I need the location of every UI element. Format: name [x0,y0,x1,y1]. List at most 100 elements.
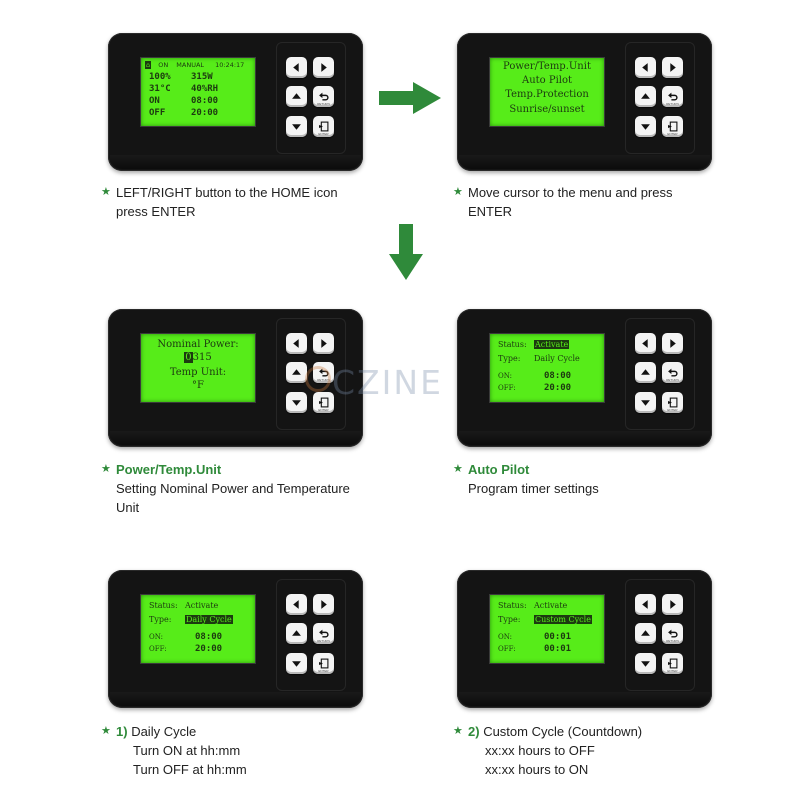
home-icon: ⌂ [145,61,152,69]
down-button[interactable] [286,392,307,413]
bullet-star-icon: ★ [453,463,463,475]
controller-panel-power-temp: Nominal Power: 0315 Temp Unit: °F RETURN… [108,309,363,447]
caption-auto-pilot: ★ Auto Pilot Program timer settings [453,462,599,496]
arrow-up-icon [292,93,301,99]
return-button[interactable]: RETURN [313,623,334,644]
up-button[interactable] [635,623,656,644]
left-button[interactable] [286,333,307,354]
arrow-up-icon [641,369,650,375]
return-icon [319,629,329,638]
arrow-right-green-icon [379,82,441,114]
keypad: RETURN ENTER [276,579,346,691]
arrow-right-icon [321,339,327,348]
caption-home: ★ LEFT/RIGHT button to the HOME icon pre… [101,185,338,219]
enter-button[interactable]: ENTER [662,392,683,413]
return-icon [319,92,329,101]
enter-icon [319,658,329,669]
arrow-left-icon [642,600,648,609]
arrow-down-icon [641,400,650,406]
return-button[interactable]: RETURN [313,86,334,107]
arrow-down-icon [292,661,301,667]
keypad: RETURN ENTER [276,318,346,430]
arrow-down-icon [641,124,650,130]
arrow-up-icon [641,93,650,99]
up-button[interactable] [286,623,307,644]
left-button[interactable] [635,333,656,354]
keypad: RETURN ENTER [625,579,695,691]
left-button[interactable] [286,57,307,78]
arrow-right-icon [670,63,676,72]
right-button[interactable] [662,594,683,615]
bullet-star-icon: ★ [453,186,463,198]
arrow-down-icon [292,400,301,406]
down-button[interactable] [635,116,656,137]
down-button[interactable] [286,653,307,674]
enter-button[interactable]: ENTER [662,116,683,137]
left-button[interactable] [635,594,656,615]
enter-icon [668,397,678,408]
keypad: RETURN ENTER [276,42,346,154]
enter-icon [668,658,678,669]
watermark-logo-icon [305,366,331,392]
arrow-up-icon [292,369,301,375]
lcd-screen: Status:Activate Type:Custom Cycle ON:00:… [489,594,605,664]
right-button[interactable] [662,57,683,78]
watermark: CZINE [332,363,443,402]
right-button[interactable] [313,57,334,78]
arrow-right-icon [670,600,676,609]
arrow-left-icon [642,339,648,348]
return-button[interactable]: RETURN [662,623,683,644]
arrow-right-icon [321,63,327,72]
right-button[interactable] [662,333,683,354]
up-button[interactable] [635,86,656,107]
left-button[interactable] [635,57,656,78]
up-button[interactable] [286,86,307,107]
return-icon [668,92,678,101]
arrow-left-icon [293,339,299,348]
keypad: RETURN ENTER [625,318,695,430]
enter-button[interactable]: ENTER [313,116,334,137]
up-button[interactable] [635,362,656,383]
up-button[interactable] [286,362,307,383]
left-button[interactable] [286,594,307,615]
return-button[interactable]: RETURN [662,86,683,107]
right-button[interactable] [313,333,334,354]
caption-custom-cycle: ★ 2) Custom Cycle (Countdown) xx:xx hour… [453,724,643,777]
keypad: RETURN ENTER [625,42,695,154]
arrow-right-icon [321,600,327,609]
enter-button[interactable]: ENTER [662,653,683,674]
bullet-star-icon: ★ [101,463,111,475]
lcd-screen: Status:Activate Type:Daily Cycle ON:08:0… [140,594,256,664]
return-button[interactable]: RETURN [662,362,683,383]
arrow-left-icon [642,63,648,72]
enter-icon [668,121,678,132]
enter-icon [319,397,329,408]
lcd-screen: Nominal Power: 0315 Temp Unit: °F [140,333,256,403]
lcd-cursor: 0 [184,352,193,363]
arrow-down-icon [292,124,301,130]
controller-panel-daily-cycle: Status:Activate Type:Daily Cycle ON:08:0… [108,570,363,708]
return-icon [668,368,678,377]
down-button[interactable] [635,653,656,674]
arrow-right-icon [670,339,676,348]
arrow-down-icon [641,661,650,667]
caption-daily-cycle: ★ 1) Daily Cycle Turn ON at hh:mm Turn O… [101,724,247,777]
caption-power-temp: ★ Power/Temp.Unit Setting Nominal Power … [101,462,350,515]
arrow-up-icon [641,630,650,636]
bullet-star-icon: ★ [101,725,111,737]
enter-button[interactable]: ENTER [313,392,334,413]
arrow-up-icon [292,630,301,636]
enter-icon [319,121,329,132]
enter-button[interactable]: ENTER [313,653,334,674]
lcd-screen: Status:Activate Type:Daily Cycle ON:08:0… [489,333,605,403]
lcd-screen: Power/Temp.Unit Auto Pilot Temp.Protecti… [489,57,605,127]
down-button[interactable] [635,392,656,413]
return-icon [668,629,678,638]
arrow-left-icon [293,600,299,609]
down-button[interactable] [286,116,307,137]
arrow-down-green-icon [389,224,423,280]
arrow-left-icon [293,63,299,72]
controller-panel-custom-cycle: Status:Activate Type:Custom Cycle ON:00:… [457,570,712,708]
right-button[interactable] [313,594,334,615]
